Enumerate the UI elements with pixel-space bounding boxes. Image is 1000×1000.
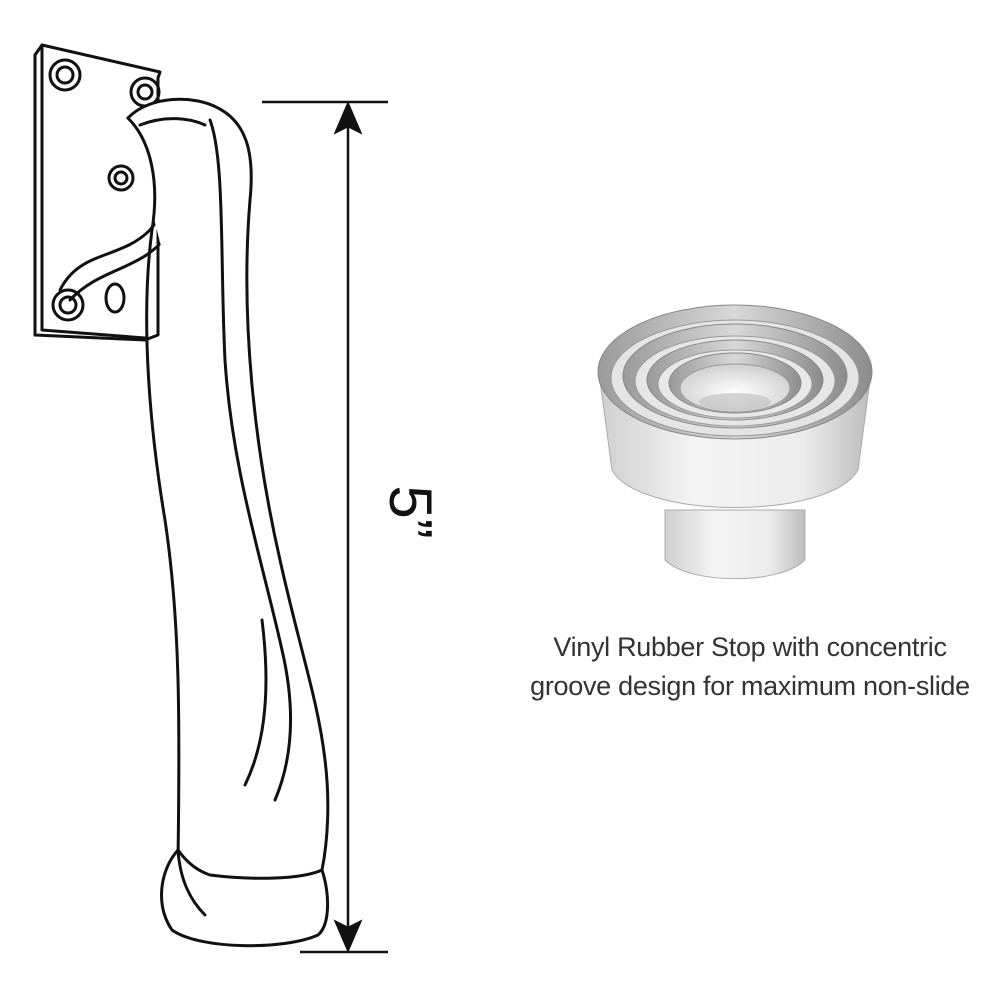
arrow-down-icon <box>333 919 363 954</box>
dimension-indicator <box>262 100 388 954</box>
door-stop-drawing <box>33 43 330 948</box>
screw-holes <box>48 58 161 322</box>
arrow-up-icon <box>333 100 363 135</box>
stop-arm <box>126 97 330 872</box>
rubber-stop-render <box>597 304 873 580</box>
rubber-tip <box>160 848 330 948</box>
dimension-label: 5” <box>377 485 444 538</box>
mounting-plate <box>33 43 162 342</box>
caption-line-1: Vinyl Rubber Stop with concentric <box>553 632 947 662</box>
stop-stem <box>664 509 806 580</box>
caption-line-2: groove design for maximum non-slide <box>530 671 970 701</box>
concentric-grooves <box>597 304 873 440</box>
stop-caption: Vinyl Rubber Stop with concentric groove… <box>500 628 1000 706</box>
